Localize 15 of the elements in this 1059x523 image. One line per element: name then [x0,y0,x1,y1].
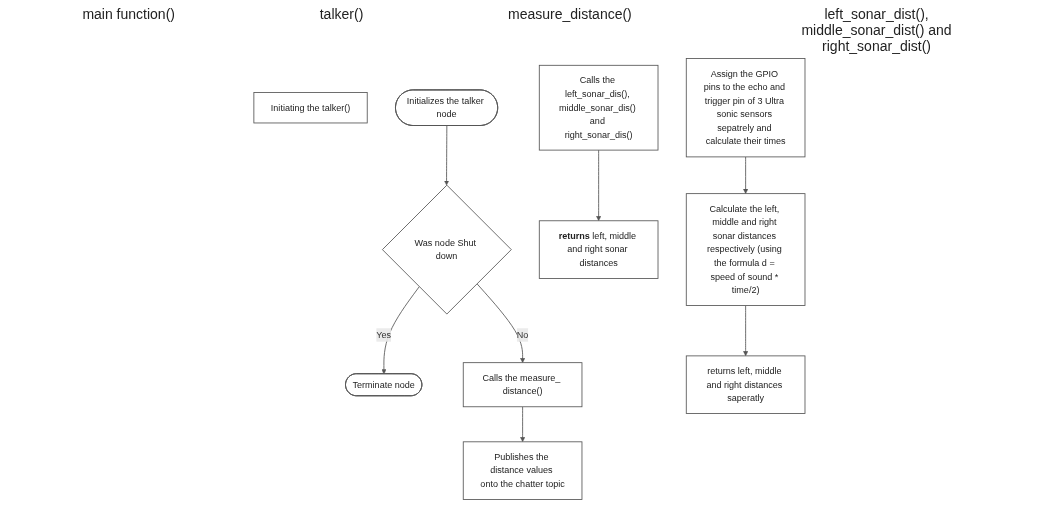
node-box: Assign the GPIO pins to the echo and trigger pin of 3 Ultra sonic sensors sepatrely and calculate their times [685,58,806,158]
node-box: Calls the measure_ distance() [462,362,583,408]
column-heading: left_sonar_dist(), middle_sonar_dist() and right_sonar_dist() [800,6,953,54]
node-box: Publishes the distance values onto the chatter topic [462,441,583,500]
column-heading: main function() [82,6,175,24]
node-box: Initiating the talker() [253,92,368,124]
node-box: Calls the left_sonar_dis(), middle_sonar_dis() and right_sonar_dis() [538,64,659,151]
node-diamond: Was node Shut down [382,184,512,315]
column-heading: measure_distance() [508,6,632,24]
edge-label: No [516,329,529,340]
node-box: Calculate the left, middle and right sonar distances respectively (using the formula d = speed of sound * time/2) [685,193,806,306]
column-heading: talker() [319,6,364,24]
node-box: returns left, middle and right sonar distances [538,220,659,279]
edge-label: Yes [376,329,392,340]
node-box: returns left, middle and right distances saperatly [685,355,806,414]
